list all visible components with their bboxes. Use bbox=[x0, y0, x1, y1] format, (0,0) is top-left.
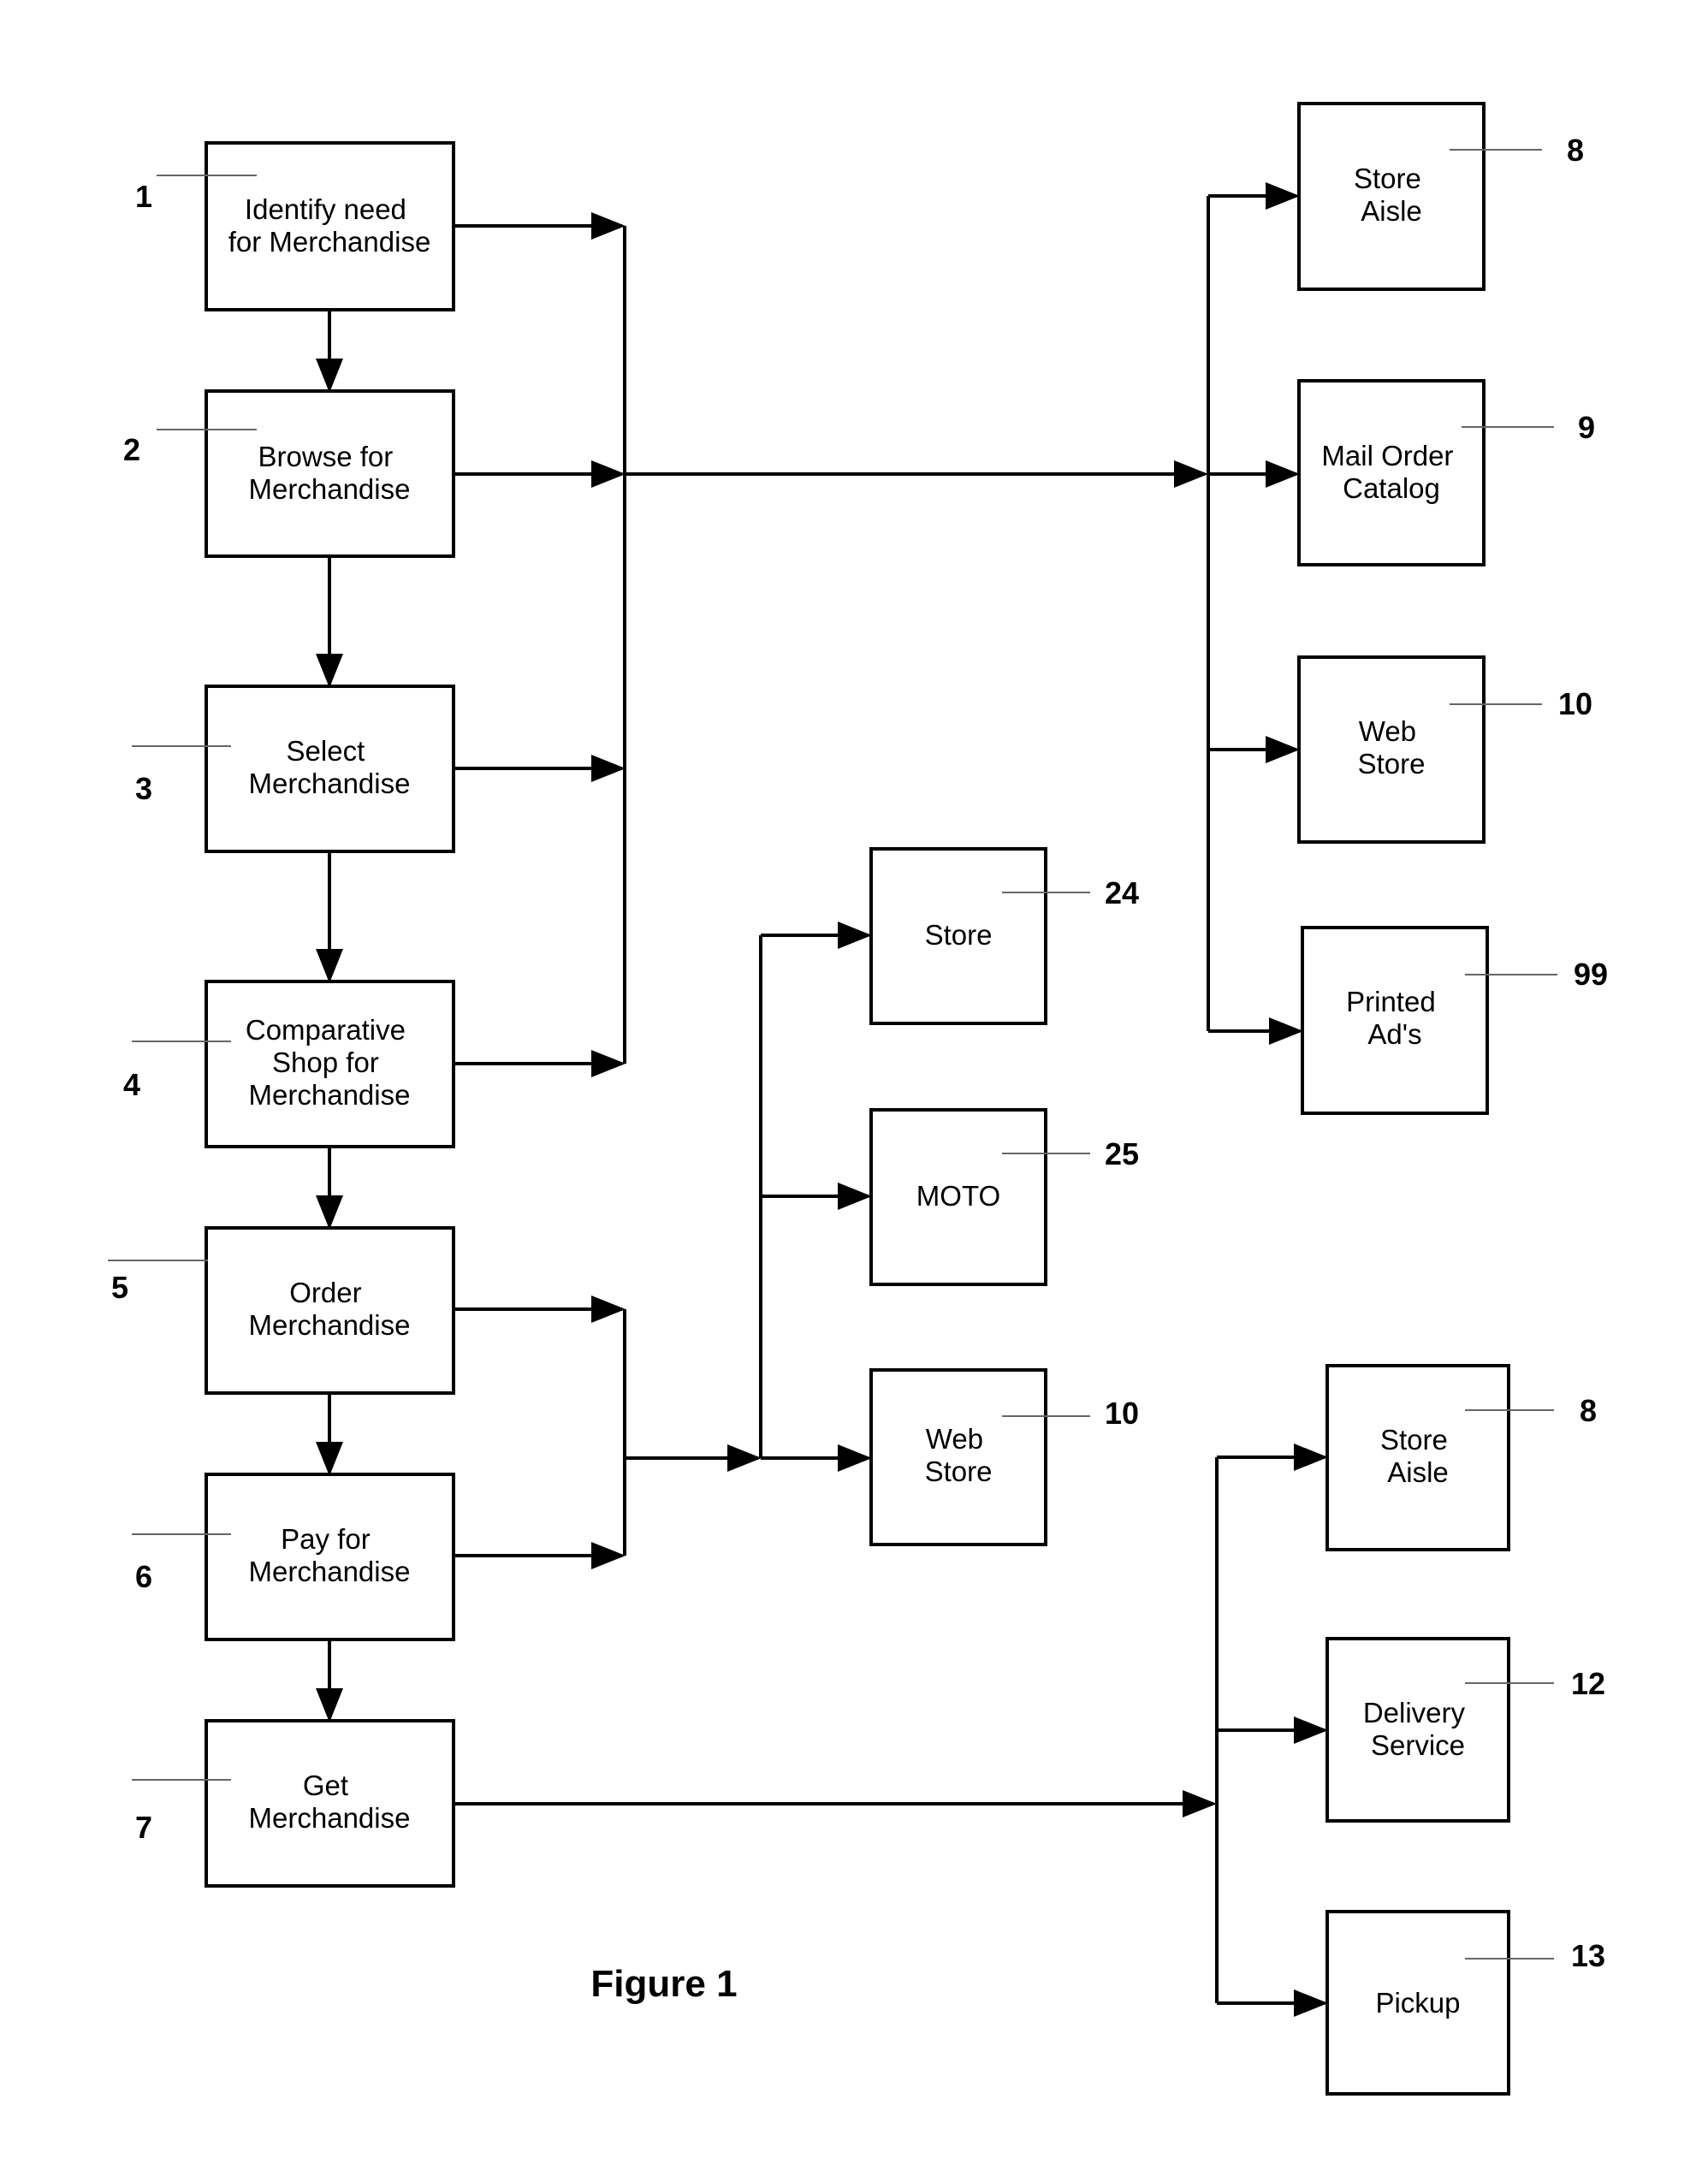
order-channel-store: Store 24 bbox=[871, 849, 1139, 1023]
reference-number: 13 bbox=[1571, 1938, 1605, 1973]
step-identify-need: Identify need for Merchandise 1 bbox=[135, 143, 454, 310]
step-browse: Browse for Merchandise 2 bbox=[123, 391, 454, 556]
reference-number: 24 bbox=[1105, 875, 1139, 910]
fulfillment-pickup: Pickup 13 bbox=[1327, 1912, 1605, 2094]
step-order: Order Merchandise 5 bbox=[108, 1228, 454, 1393]
step-get: Get Merchandise 7 bbox=[132, 1721, 454, 1886]
step-select: Select Merchandise 3 bbox=[132, 686, 454, 851]
channel-web-store: Web Store 10 bbox=[1299, 657, 1592, 842]
order-channel-moto: MOTO 25 bbox=[871, 1110, 1139, 1284]
channel-mail-order-catalog: Mail Order Catalog 9 bbox=[1299, 381, 1595, 565]
reference-number: 8 bbox=[1580, 1393, 1597, 1428]
channel-label: MOTO bbox=[916, 1180, 1000, 1212]
figure-caption: Figure 1 bbox=[590, 1963, 737, 2005]
channel-label: Store Aisle bbox=[1380, 1424, 1456, 1488]
process-steps: Identify need for Merchandise 1 Browse f… bbox=[108, 143, 454, 1886]
channel-label: Web Store bbox=[1358, 715, 1426, 780]
reference-number: 3 bbox=[135, 771, 152, 806]
fulfillment-channels: Store Aisle 8 Delivery Service 12 Pickup… bbox=[1327, 1366, 1605, 2094]
shopping-channels: Store Aisle 8 Mail Order Catalog 9 Web S… bbox=[1299, 104, 1608, 1113]
reference-number: 5 bbox=[111, 1270, 128, 1305]
reference-number: 7 bbox=[135, 1810, 152, 1845]
step-comparative-shop: Comparative Shop for Merchandise 4 bbox=[123, 981, 454, 1147]
step-label: Browse for Merchandise bbox=[249, 441, 411, 505]
reference-number: 9 bbox=[1578, 410, 1595, 445]
fulfillment-delivery-service: Delivery Service 12 bbox=[1327, 1639, 1605, 1821]
connectors bbox=[329, 196, 1325, 2003]
channel-label: Store bbox=[925, 919, 993, 951]
reference-number: 6 bbox=[135, 1559, 152, 1594]
reference-number: 10 bbox=[1105, 1396, 1139, 1431]
step-label: Identify need for Merchandise bbox=[228, 193, 431, 258]
reference-number: 99 bbox=[1574, 957, 1608, 992]
reference-number: 12 bbox=[1571, 1666, 1605, 1701]
reference-number: 4 bbox=[123, 1067, 140, 1102]
reference-number: 2 bbox=[123, 432, 140, 467]
reference-number: 10 bbox=[1558, 686, 1592, 721]
channel-label: Pickup bbox=[1375, 1987, 1460, 2019]
reference-number: 1 bbox=[135, 179, 152, 214]
channel-store-aisle: Store Aisle 8 bbox=[1299, 104, 1584, 289]
channel-label: Delivery Service bbox=[1363, 1697, 1473, 1761]
fulfillment-store-aisle: Store Aisle 8 bbox=[1327, 1366, 1597, 1550]
reference-number: 25 bbox=[1105, 1136, 1139, 1171]
step-pay: Pay for Merchandise 6 bbox=[132, 1474, 454, 1639]
order-channels: Store 24 MOTO 25 Web Store 10 bbox=[871, 849, 1139, 1545]
reference-number: 8 bbox=[1567, 133, 1584, 168]
channel-label: Web Store bbox=[925, 1423, 993, 1487]
order-channel-web-store: Web Store 10 bbox=[871, 1370, 1139, 1545]
channel-printed-ads: Printed Ad's 99 bbox=[1302, 928, 1608, 1113]
channel-label: Store Aisle bbox=[1354, 163, 1429, 227]
